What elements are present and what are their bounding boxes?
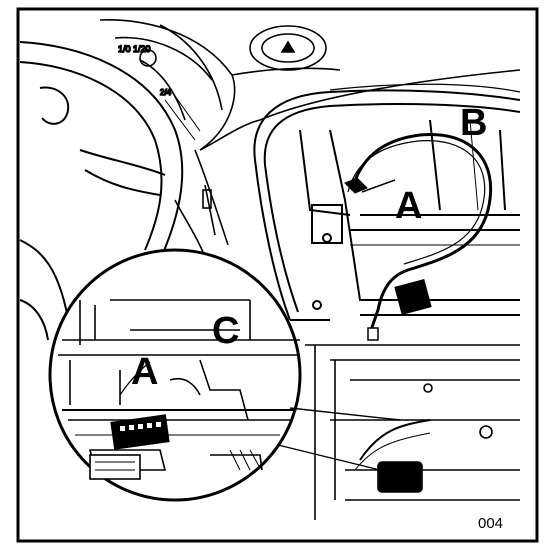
diagnostic-connector: [377, 461, 423, 493]
svg-text:2/4: 2/4: [160, 88, 172, 97]
glovebox-aperture: [253, 89, 521, 321]
connector-block: [394, 278, 432, 316]
zoom-line-1: [289, 407, 401, 421]
callout-c: C: [212, 310, 239, 352]
hazard-switch: [249, 25, 327, 71]
figure-number: 004: [478, 515, 503, 532]
lower-console: [305, 344, 520, 520]
callout-a-inset: A: [131, 351, 158, 393]
detail-inset: [48, 248, 302, 502]
pointer-line-a: [361, 179, 396, 193]
figure-frame: [16, 7, 539, 543]
callout-a-main: A: [395, 185, 422, 227]
instrument-cluster: 1/0 1/20 2/4: [99, 18, 341, 151]
svg-text:1/0 1/20: 1/0 1/20: [118, 44, 151, 54]
dashboard-left-panel: [174, 149, 229, 271]
inset-connector: [110, 414, 170, 450]
wiring-harness: [344, 132, 493, 341]
dash-top-edge-2: [329, 83, 521, 93]
dash-top-edge: [259, 69, 521, 121]
zoom-line-2: [277, 444, 381, 471]
callout-b: B: [460, 102, 487, 144]
inset-mating-plug: [89, 454, 141, 480]
